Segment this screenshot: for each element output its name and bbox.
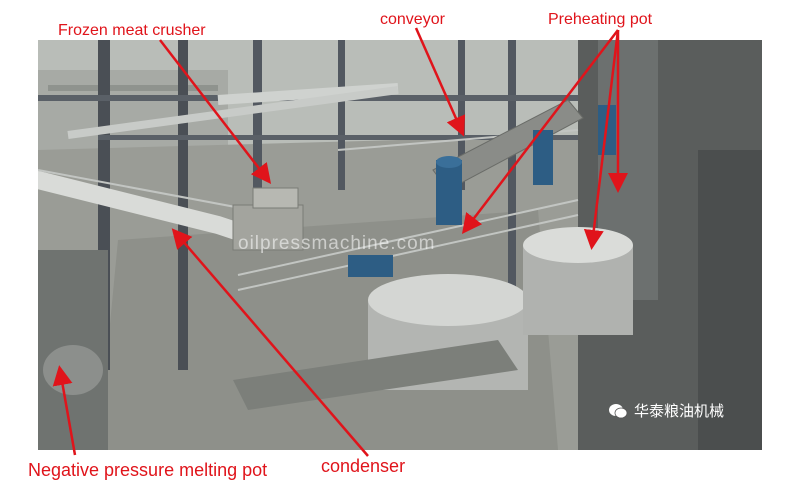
arrow-preheating-pot-1 xyxy=(461,29,619,234)
arrow-frozen-meat-crusher xyxy=(159,39,272,184)
plant-photo: oilpressmachine.com 华泰粮油机械 xyxy=(38,40,762,450)
label-preheating-pot: Preheating pot xyxy=(548,11,653,28)
label-condenser: condenser xyxy=(321,456,406,476)
watermark-text: oilpressmachine.com xyxy=(238,233,436,254)
label-frozen-meat-crusher: Frozen meat crusher xyxy=(58,22,206,39)
label-negative-pressure-melting-pot: Negative pressure melting pot xyxy=(28,460,268,480)
wechat-icon xyxy=(608,403,628,419)
wechat-account-name: 华泰粮油机械 xyxy=(634,402,725,420)
arrow-preheating-pot-2 xyxy=(583,29,620,250)
arrow-melting-pot xyxy=(52,365,77,456)
label-conveyor: conveyor xyxy=(380,11,445,28)
wechat-badge: 华泰粮油机械 xyxy=(608,400,724,421)
arrow-condenser xyxy=(171,228,369,457)
arrow-conveyor xyxy=(414,27,466,137)
